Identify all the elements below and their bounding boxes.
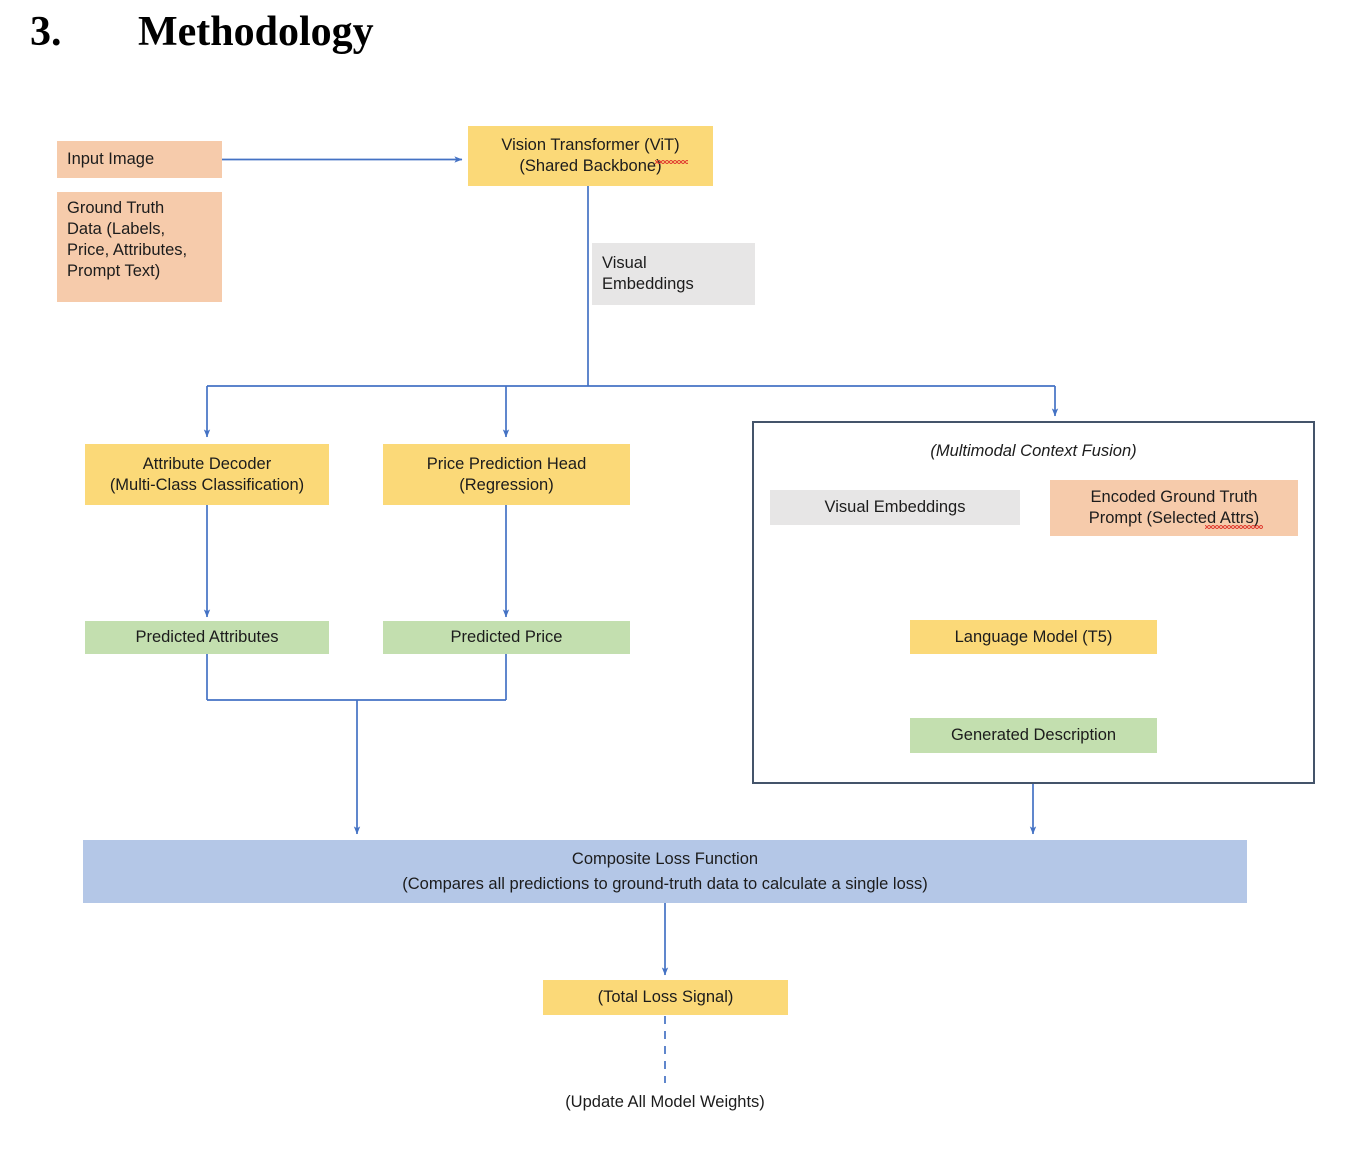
- spellcheck-squiggle-attrs-icon: [1205, 525, 1263, 529]
- node-generated-description[interactable]: Generated Description: [910, 718, 1157, 753]
- spellcheck-squiggle-vit-icon: [655, 160, 688, 164]
- node-predicted-attributes[interactable]: Predicted Attributes: [85, 621, 329, 654]
- section-title-text: Methodology: [138, 9, 374, 55]
- node-attribute-decoder[interactable]: Attribute Decoder (Multi-Class Classific…: [85, 444, 329, 505]
- node-ground-truth-data[interactable]: Ground Truth Data (Labels, Price, Attrib…: [57, 192, 222, 302]
- node-fusion-visual-embeddings[interactable]: Visual Embeddings: [770, 490, 1020, 525]
- node-language-model[interactable]: Language Model (T5): [910, 620, 1157, 654]
- node-input-image[interactable]: Input Image: [57, 141, 222, 178]
- fusion-container-title: (Multimodal Context Fusion): [930, 442, 1137, 460]
- section-number: 3.: [30, 9, 62, 55]
- page-title: 3. Methodology: [30, 6, 374, 58]
- node-update-all-model-weights: (Update All Model Weights): [565, 1092, 765, 1111]
- node-composite-loss-function[interactable]: Composite Loss Function (Compares all pr…: [83, 840, 1247, 903]
- node-vision-transformer[interactable]: Vision Transformer (ViT) (Shared Backbon…: [468, 126, 713, 186]
- node-visual-embeddings-label: Visual Embeddings: [592, 243, 755, 305]
- node-predicted-price[interactable]: Predicted Price: [383, 621, 630, 654]
- node-total-loss-signal[interactable]: (Total Loss Signal): [543, 980, 788, 1015]
- node-price-prediction-head[interactable]: Price Prediction Head (Regression): [383, 444, 630, 505]
